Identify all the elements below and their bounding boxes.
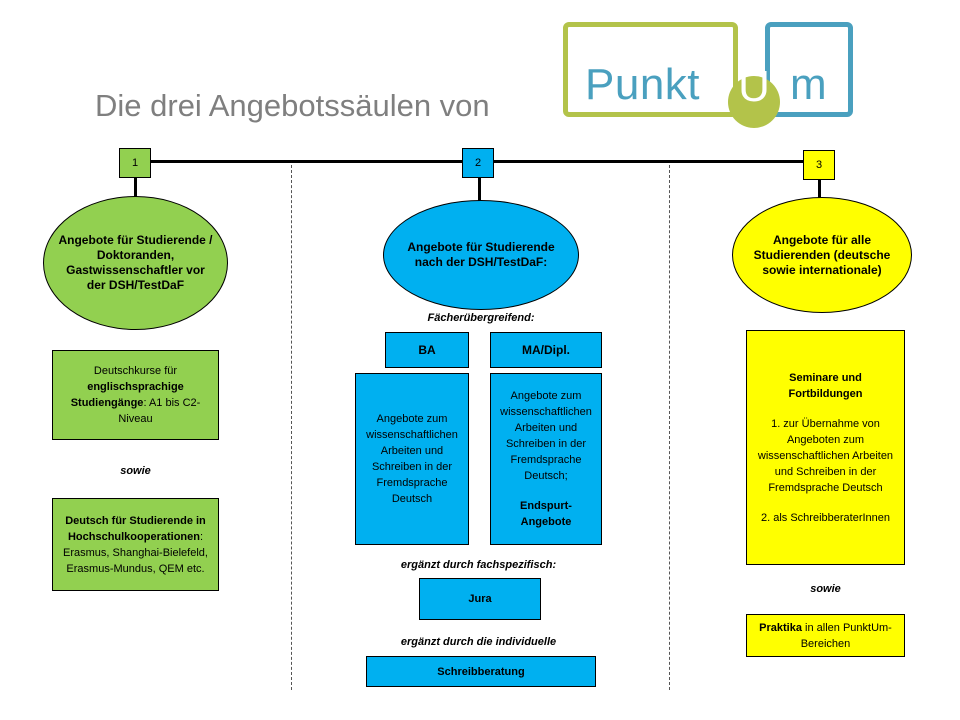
box-praktika-text: Praktika in allen PunktUm-Bereichen [751,620,900,652]
box-praktika-bold: Praktika [759,621,802,634]
logo-circle [728,76,780,128]
box-seminare-title: Seminare und Fortbildungen [788,371,863,400]
connector-sowie-3: sowie [810,583,841,595]
box-ma-dipl: MA/Dipl. [490,332,602,368]
box-ba-angebote: Angebote zum wissenschaftlichen Arbeiten… [355,373,469,545]
label-ergaenzt-individuelle: ergänzt durch die individuelle [400,636,557,648]
oval-column-2: Angebote für Studierende nach der DSH/Te… [383,200,579,310]
box-seminare-item2: 2. als SchreibberaterInnen [760,511,891,524]
column-number-1: 1 [119,148,151,178]
box-hochschulkooperationen: Deutsch für Studierende in Hochschulkoop… [52,498,219,591]
box-hochschulkooperationen-text: Deutsch für Studierende in Hochschulkoop… [57,513,214,577]
box-ma-angebote: Angebote zum wissenschaftlichen Arbeiten… [490,373,602,545]
box-hochschulkooperationen-rest: : Erasmus, Shanghai-Bielefeld, Erasmus-M… [63,530,208,575]
box-deutschkurse: Deutschkurse für englischsprachige Studi… [52,350,219,440]
stub-line-2 [478,178,481,204]
column-number-2: 2 [462,148,494,178]
logo-frame-blue [765,22,853,117]
box-schreibberatung: Schreibberatung [366,656,596,687]
oval-column-1: Angebote für Studierende / Doktoranden, … [43,196,228,330]
subtitle-faecheruebergreifend: Fächerübergreifend: [427,312,535,324]
label-ergaenzt-fachspezifisch: ergänzt durch fachspezifisch: [400,559,557,571]
logo-text-u: U [738,62,770,111]
logo-frame-green [563,22,738,117]
connector-sowie-1: sowie [120,465,151,477]
box-praktika-rest: in allen PunktUm-Bereichen [800,621,892,650]
box-hochschulkooperationen-bold: Deutsch für Studierende in Hochschulkoop… [65,514,206,543]
stub-line-1 [134,176,137,198]
page-title: Die drei Angebotssäulen von [95,88,490,123]
stub-line-3 [818,178,821,200]
box-deutschkurse-text: Deutschkurse für englischsprachige Studi… [57,363,214,427]
column-divider-1 [291,165,292,690]
box-deutschkurse-line1: Deutschkurse für [93,365,178,377]
box-deutschkurse-bold: englischsprachige Studiengänge [70,381,184,409]
box-ma-angebote-text: Angebote zum wissenschaftlichen Arbeiten… [500,390,592,482]
box-seminare: Seminare und Fortbildungen 1. zur Überna… [746,330,905,565]
logo-text-punkt: Punkt [585,60,701,109]
column-number-3: 3 [803,150,835,180]
box-ma-endspurt: Endspurt-Angebote [520,500,572,528]
column-divider-2 [669,165,670,690]
oval-column-3: Angebote für alle Studierenden (deutsche… [732,197,912,313]
box-praktika: Praktika in allen PunktUm-Bereichen [746,614,905,657]
box-ba: BA [385,332,469,368]
box-deutschkurse-rest: : A1 bis C2-Niveau [118,397,201,425]
box-seminare-item1: 1. zur Übernahme von Angeboten zum wisse… [757,417,894,494]
logo-text-m: m [790,60,827,109]
box-jura: Jura [419,578,541,620]
